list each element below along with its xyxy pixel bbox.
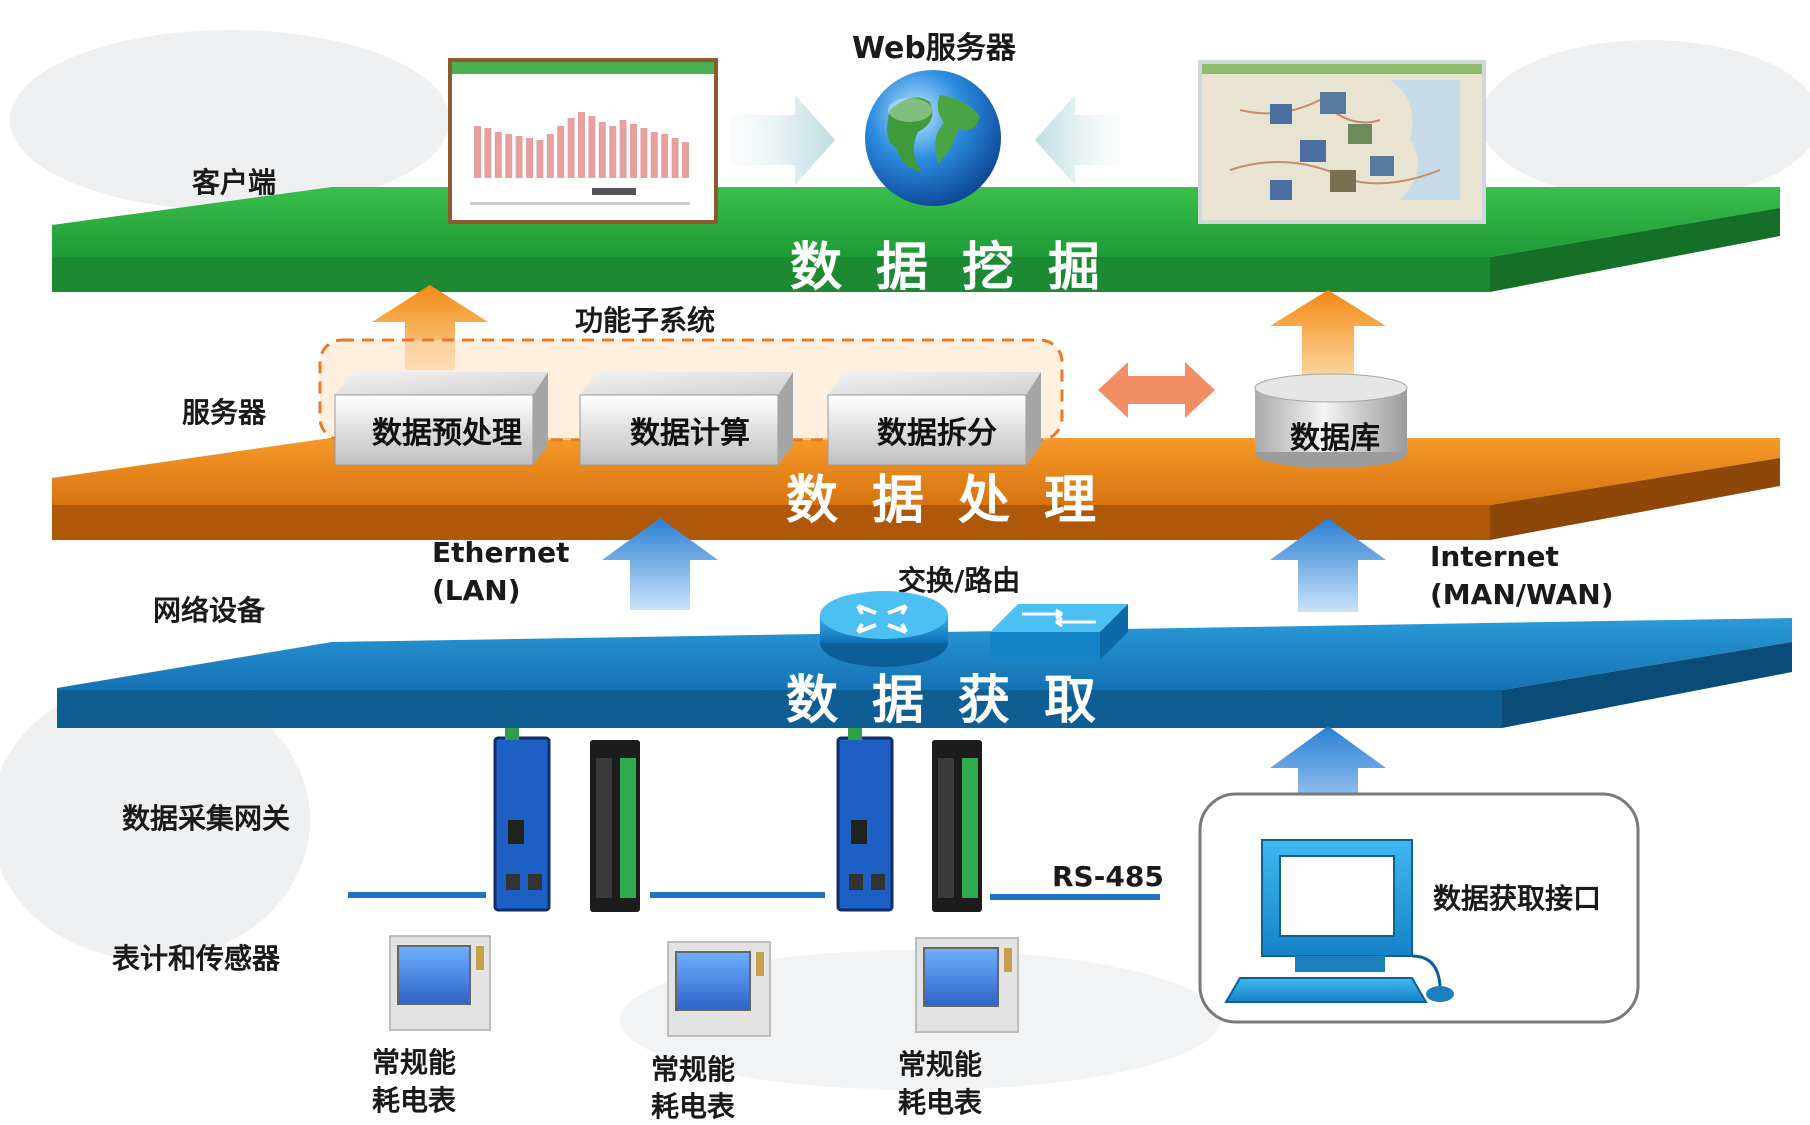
power-meter-3 <box>915 937 1019 1033</box>
meter-2-label-line1: 常规能 <box>651 1053 735 1086</box>
gateway-device-1 <box>493 728 551 912</box>
thumbnail-bar <box>515 136 523 178</box>
thumbnail-bar <box>661 134 669 178</box>
router-icon <box>820 591 948 667</box>
meter-1-label-line2: 耗电表 <box>372 1084 456 1117</box>
thumbnail-bar <box>526 138 533 178</box>
meter-3-label-line2: 耗电表 <box>898 1086 982 1119</box>
band-title-data-mining: 数据挖掘 <box>790 238 1134 298</box>
thumbnail-bar <box>650 132 658 178</box>
thumbnail-bar <box>557 126 565 178</box>
arrow-subsystem-database <box>1098 362 1215 418</box>
meter-2-label-line2: 耗电表 <box>651 1090 735 1123</box>
web-server-label: Web服务器 <box>852 31 1017 66</box>
thumbnail-bar <box>671 138 679 178</box>
thumbnail-bar <box>619 120 627 178</box>
band-title-data-acquisition: 数据获取 <box>786 671 1130 731</box>
gateway-device-2 <box>836 728 894 912</box>
thumbnail-bar <box>567 118 575 178</box>
layer-label-gateway: 数据采集网关 <box>122 802 290 835</box>
arrow-subsystem-to-mining <box>372 285 488 370</box>
power-meter-2 <box>667 941 771 1037</box>
globe-icon <box>865 70 1001 206</box>
thumbnail-bar <box>682 142 689 178</box>
database-label: 数据库 <box>1290 421 1380 456</box>
switch-router-label: 交换/路由 <box>898 564 1020 597</box>
data-mining-band: 数据挖掘 <box>52 187 1780 298</box>
thumbnail-bar <box>640 128 648 178</box>
switch-icon <box>990 604 1128 660</box>
arrow-map-to-web <box>1035 95 1120 185</box>
box-label-preprocess: 数据预处理 <box>372 416 522 451</box>
thumbnail-bar <box>494 132 502 178</box>
subsystem-box-preprocess: 数据预处理 <box>334 372 548 466</box>
thumbnail-bar <box>609 126 617 178</box>
database-icon: 数据库 <box>1254 373 1408 468</box>
io-module-2 <box>932 740 982 912</box>
arrow-database-to-mining <box>1270 290 1386 375</box>
internet-label: Internet <box>1430 540 1559 573</box>
subsystem-box-compute: 数据计算 <box>579 372 793 466</box>
thumbnail-bar <box>598 122 606 178</box>
subsystem-box-split: 数据拆分 <box>827 372 1041 466</box>
thumbnail-bar <box>630 124 637 178</box>
rs485-label: RS-485 <box>1052 860 1164 893</box>
ethernet-label: Ethernet <box>432 536 570 569</box>
rs485-bus <box>348 892 1160 900</box>
web-server-globe: Web服务器 <box>852 31 1017 206</box>
box-label-split: 数据拆分 <box>877 416 997 451</box>
thumbnail-bar <box>474 126 481 178</box>
thumbnail-bar <box>588 116 596 178</box>
interface-label: 数据获取接口 <box>1433 882 1601 915</box>
meter-1-label-line1: 常规能 <box>372 1046 456 1079</box>
client-chart-screenshot <box>448 58 718 224</box>
band-title-data-processing: 数据处理 <box>786 471 1130 531</box>
thumbnail-bar <box>578 112 585 178</box>
io-module-1 <box>590 740 640 912</box>
arrow-lan-to-processing <box>602 518 718 610</box>
layer-label-network: 网络设备 <box>153 594 266 627</box>
data-interface-panel: 数据获取接口 <box>1198 792 1640 1024</box>
layer-label-client: 客户端 <box>192 166 276 199</box>
computer-icon <box>1224 839 1454 1003</box>
subsystem-title: 功能子系统 <box>575 304 715 337</box>
client-map-screenshot <box>1198 60 1486 224</box>
wan-label: (MAN/WAN) <box>1430 578 1614 611</box>
thumbnail-bar <box>536 140 544 178</box>
thumbnail-bar <box>546 134 554 178</box>
layer-label-meters: 表计和传感器 <box>112 942 281 975</box>
thumbnail-bar <box>484 128 492 178</box>
box-label-compute: 数据计算 <box>630 416 750 451</box>
meter-3-label-line1: 常规能 <box>898 1048 982 1081</box>
lan-label: (LAN) <box>432 574 521 607</box>
arrow-wan-to-processing <box>1270 518 1386 612</box>
thumbnail-bar <box>505 134 513 178</box>
arrow-chart-to-web <box>730 95 835 185</box>
layer-label-server: 服务器 <box>182 396 267 429</box>
power-meter-1 <box>389 935 491 1031</box>
